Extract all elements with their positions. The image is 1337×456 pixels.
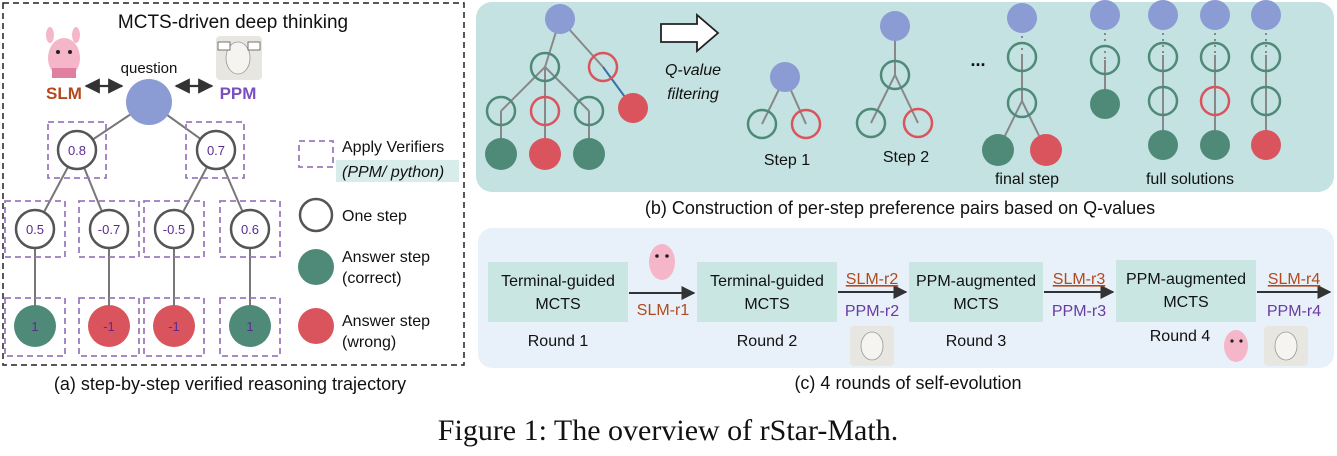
ppm-llama-icon [850, 326, 894, 366]
legend-verifiers-label: Apply Verifiers [342, 139, 444, 156]
round2-box-line1: Terminal-guided [710, 273, 824, 290]
ppm-r2-label: PPM-r2 [845, 303, 899, 320]
q-value: -1 [168, 319, 180, 334]
root-node [770, 62, 800, 92]
q-value: 0.8 [68, 143, 86, 158]
slm-llama-icon [649, 244, 675, 280]
q-value: 0.6 [241, 222, 259, 237]
figure-caption: Figure 1: The overview of rStar-Math. [438, 414, 898, 447]
answer-node-wrong [88, 305, 130, 347]
slm-r2-label: SLM-r2 [846, 271, 899, 288]
legend-step-swatch [298, 197, 334, 233]
panel-a-title: MCTS-driven deep thinking [118, 12, 348, 33]
panel-c: Terminal-guided MCTS Round 1 Terminal-gu… [478, 228, 1334, 393]
step-nodes [14, 129, 271, 250]
round2-label: Round 2 [737, 333, 798, 350]
filter-label-2: filtering [667, 86, 719, 103]
answer-node-wrong [618, 93, 648, 123]
round2-box [697, 262, 837, 322]
round4-box-line1: PPM-augmented [1126, 271, 1246, 288]
round4-box [1116, 260, 1256, 322]
slm-llama-icon [46, 27, 80, 78]
round2-box-line2: MCTS [744, 296, 789, 313]
final-step-tree [982, 3, 1062, 166]
full-solutions-label: full solutions [1146, 171, 1234, 188]
legend-correct-label: Answer step [342, 249, 430, 266]
legend-verifiers-sub: (PPM/ python) [342, 164, 444, 181]
q-value: 1 [246, 319, 253, 334]
answer-node-correct [14, 305, 56, 347]
filter-arrow [660, 13, 720, 53]
ppm-llama-icon [1264, 326, 1308, 366]
round3-box [909, 262, 1043, 322]
round1-box [488, 262, 628, 322]
step-node [879, 59, 911, 91]
final-step-label: final step [995, 171, 1059, 188]
question-node [126, 79, 172, 125]
panel-b-caption: (b) Construction of per-step preference … [645, 198, 1155, 218]
ppm-label: PPM [220, 84, 257, 103]
tree-b-step-nodes [485, 51, 619, 127]
answer-node-wrong [529, 138, 561, 170]
step-node-rejected [902, 107, 934, 139]
panel-a: MCTS-driven deep thinking SLM PPM questi… [2, 2, 465, 394]
legend-verifiers-highlight [336, 160, 459, 182]
round4-label: Round 4 [1150, 328, 1211, 345]
q-value: 0.5 [26, 222, 44, 237]
round3-box-line1: PPM-augmented [916, 273, 1036, 290]
q-value: -1 [103, 319, 115, 334]
round3-box-line2: MCTS [953, 296, 998, 313]
answer-node-correct [229, 305, 271, 347]
round3-label: Round 3 [946, 333, 1007, 350]
step-node-chosen [855, 107, 887, 139]
slm-label: SLM [46, 84, 82, 103]
step-node-rejected [790, 108, 822, 140]
q-value: 0.7 [207, 143, 225, 158]
legend-correct-swatch [298, 249, 334, 285]
q-value: -0.7 [98, 222, 120, 237]
round1-box-line1: Terminal-guided [501, 273, 615, 290]
answer-node-wrong [153, 305, 195, 347]
ellipsis: ... [970, 50, 985, 70]
slm-llama-icon [1224, 330, 1248, 362]
question-label: question [121, 60, 178, 77]
step2-label: Step 2 [883, 149, 929, 166]
legend-wrong-sub: (wrong) [342, 334, 396, 351]
legend-one-step-label: One step [342, 208, 407, 225]
q-value: 1 [31, 319, 38, 334]
step-node-chosen [746, 108, 778, 140]
root-node [880, 11, 910, 41]
slm-r4-label: SLM-r4 [1268, 271, 1321, 288]
legend-correct-sub: (correct) [342, 270, 402, 287]
panel-c-caption: (c) 4 rounds of self-evolution [794, 373, 1021, 393]
slm-r3-label: SLM-r3 [1053, 271, 1106, 288]
legend-wrong-swatch [298, 308, 334, 344]
ppm-r3-label: PPM-r3 [1052, 303, 1106, 320]
answer-node-correct [485, 138, 517, 170]
filter-label-1: Q-value [665, 62, 721, 79]
ppm-llama-icon [216, 36, 262, 80]
verifier-boxes [4, 121, 281, 357]
panel-a-caption: (a) step-by-step verified reasoning traj… [54, 374, 406, 394]
legend-wrong-label: Answer step [342, 313, 430, 330]
q-value: -0.5 [163, 222, 185, 237]
ppm-r4-label: PPM-r4 [1267, 303, 1321, 320]
root-node [545, 4, 575, 34]
step1-label: Step 1 [764, 152, 810, 169]
answer-node-correct [573, 138, 605, 170]
panel-b: Q-value filtering Step 1 Step 2 ... [476, 0, 1334, 218]
slm-r1-label: SLM-r1 [637, 302, 690, 319]
panel-a-border [2, 2, 465, 366]
round1-box-line2: MCTS [535, 296, 580, 313]
round1-label: Round 1 [528, 333, 589, 350]
round4-box-line2: MCTS [1163, 294, 1208, 311]
legend-verifier-swatch [298, 140, 334, 168]
full-solutions [1089, 0, 1282, 160]
